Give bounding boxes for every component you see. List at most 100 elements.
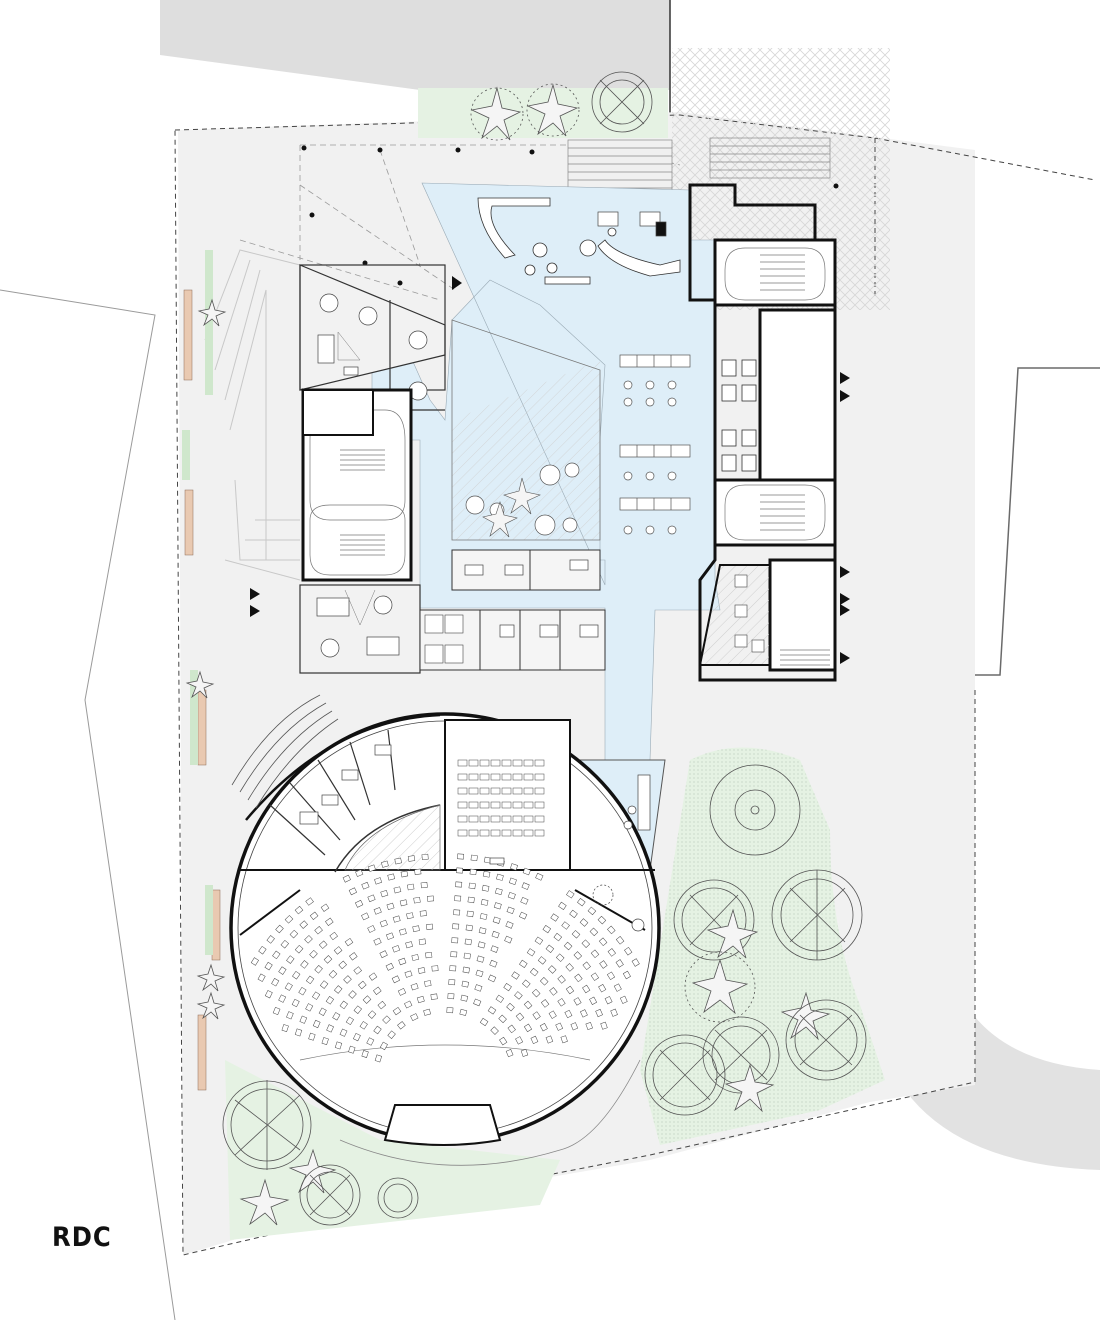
auditorium-seat (391, 975, 401, 984)
auditorium-seat (373, 907, 382, 915)
auditorium-seat (407, 883, 415, 891)
classroom-seat (501, 773, 512, 781)
auditorium-seat (410, 1013, 419, 1021)
auditorium-seat (461, 980, 470, 988)
auditorium-seat (493, 902, 502, 910)
classroom-seat (457, 759, 468, 767)
auditorium-seat (338, 960, 347, 970)
auditorium-seat (294, 905, 304, 915)
classroom-seat (468, 773, 479, 781)
auditorium-seat (397, 1021, 406, 1030)
classroom-seat (512, 829, 523, 837)
classroom-seat (468, 787, 479, 795)
auditorium-seat (506, 906, 515, 915)
classroom-seat (512, 773, 523, 781)
auditorium-seat (373, 986, 382, 995)
auditorium-seat (600, 1021, 608, 1030)
auditorium-seat (271, 978, 280, 987)
table-icon (317, 293, 428, 401)
auditorium-seat (465, 924, 473, 932)
auditorium-seat (523, 1023, 533, 1033)
classroom-seat (523, 829, 534, 837)
toilet-icon (721, 359, 757, 472)
palm-icon (482, 477, 541, 538)
auditorium-seat (545, 944, 555, 953)
auditorium-seat (334, 985, 343, 994)
auditorium-seat (599, 960, 608, 969)
auditorium-seat (394, 857, 402, 865)
classroom-seat (534, 815, 545, 823)
auditorium-seat (281, 1024, 289, 1033)
auditorium-seat (404, 970, 413, 978)
auditorium-seat (459, 1008, 468, 1016)
auditorium-seat (318, 940, 328, 949)
auditorium-seat (286, 955, 295, 964)
auditorium-seat (519, 959, 528, 968)
auditorium-seat (587, 906, 597, 916)
auditorium-seat (379, 919, 388, 928)
auditorium-seat (455, 881, 463, 888)
auditorium-seat (506, 1002, 515, 1012)
auditorium-seat (548, 1010, 557, 1019)
auditorium-seat (284, 915, 294, 924)
auditorium-seat (495, 994, 505, 1003)
classroom-seat (501, 759, 512, 767)
auditorium-seat (355, 869, 364, 877)
classroom-seat (501, 829, 512, 837)
auditorium-seat (520, 1048, 529, 1057)
auditorium-seat (385, 962, 394, 971)
classroom-seat (490, 773, 501, 781)
classroom-seat (534, 773, 545, 781)
auditorium-seat (275, 924, 284, 934)
auditorium-seat (574, 973, 583, 983)
east-core (688, 183, 837, 682)
auditorium-seat (380, 889, 389, 898)
office-row (419, 549, 606, 671)
auditorium-seat (332, 1012, 341, 1021)
auditorium-seat (300, 960, 309, 969)
auditorium-seat (589, 996, 598, 1005)
tree-icon (785, 999, 867, 1081)
auditorium-seat (479, 913, 488, 920)
classroom-seat (501, 801, 512, 809)
auditorium-seat (430, 993, 438, 1000)
auditorium-seat (610, 1008, 618, 1017)
auditorium-seat (406, 912, 414, 920)
auditorium-seat (589, 927, 599, 937)
auditorium-seat (631, 958, 640, 967)
auditorium-seat (413, 896, 421, 904)
street-north (160, 0, 670, 90)
auditorium-seat (286, 1011, 294, 1020)
auditorium-seat (374, 877, 383, 885)
auditorium-seat (366, 1037, 375, 1046)
palm-icon (724, 1063, 775, 1113)
auditorium-seat (515, 1012, 525, 1022)
auditorium-seat (266, 935, 275, 944)
auditorium-seat (333, 946, 343, 955)
auditorium-seat (566, 890, 575, 899)
auditorium-seat (353, 966, 362, 975)
auditorium-seat (553, 932, 563, 942)
auditorium-seat (272, 950, 281, 960)
auditorium-seat (590, 949, 600, 959)
auditorium-seat (565, 985, 575, 995)
auditorium-seat (607, 925, 616, 935)
auditorium-seat (294, 1028, 303, 1037)
palm-icon (185, 670, 215, 699)
auditorium-seat (490, 1026, 499, 1035)
auditorium-seat (492, 916, 501, 924)
auditorium-seat (477, 941, 486, 949)
auditorium-seat (367, 894, 376, 903)
entrance-arrow-icon (250, 276, 850, 664)
auditorium-seat (514, 991, 523, 1000)
auditorium-seat (518, 911, 528, 920)
auditorium-seat (342, 874, 351, 883)
classroom (444, 719, 571, 871)
auditorium-seat (452, 923, 460, 930)
classroom-seat (457, 801, 468, 809)
classroom-seat (534, 829, 545, 837)
auditorium-seat (353, 1032, 361, 1042)
auditorium-seat (368, 972, 378, 981)
auditorium-seat (462, 966, 471, 974)
